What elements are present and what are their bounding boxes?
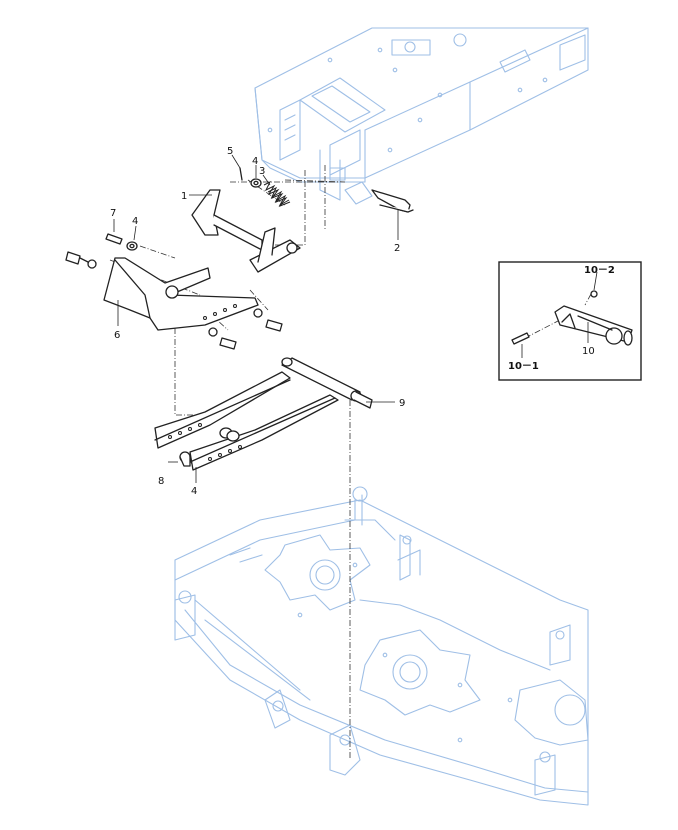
part-3-spring xyxy=(263,180,291,208)
callout-1: 1 xyxy=(181,191,187,202)
part-2-pin xyxy=(371,189,414,213)
callout-9: 9 xyxy=(399,398,405,409)
callout-4-bottom: 4 xyxy=(191,486,197,497)
callout-7: 7 xyxy=(110,208,116,219)
callout-2: 2 xyxy=(394,243,400,254)
callout-5: 5 xyxy=(227,146,233,157)
callout-10-2: 10－2 xyxy=(584,265,615,276)
callout-4-top: 4 xyxy=(252,156,258,167)
mower-deck-ghost xyxy=(174,486,589,806)
callout-10: 10 xyxy=(582,346,595,357)
part-7-bolts xyxy=(65,233,283,350)
inset-detail-box xyxy=(498,261,642,381)
callout-10-1: 10－1 xyxy=(508,361,539,372)
callout-labels: 1 2 3 4 5 7 4 6 9 8 4 10－2 10 10－1 xyxy=(110,146,615,497)
callout-4-left: 4 xyxy=(132,216,138,227)
part-6-hanger-bracket xyxy=(103,257,259,331)
part-5-cotter xyxy=(239,167,243,181)
part-1-hitch-bracket xyxy=(191,189,301,273)
tractor-frame-ghost xyxy=(254,27,589,205)
callout-8: 8 xyxy=(158,476,164,487)
part-9-lift-arm xyxy=(154,357,373,471)
leader-lines xyxy=(113,154,598,483)
assembly-centerlines xyxy=(109,165,351,760)
callout-3: 3 xyxy=(259,166,265,177)
callout-6: 6 xyxy=(114,330,120,341)
part-8-bushing xyxy=(179,451,191,467)
